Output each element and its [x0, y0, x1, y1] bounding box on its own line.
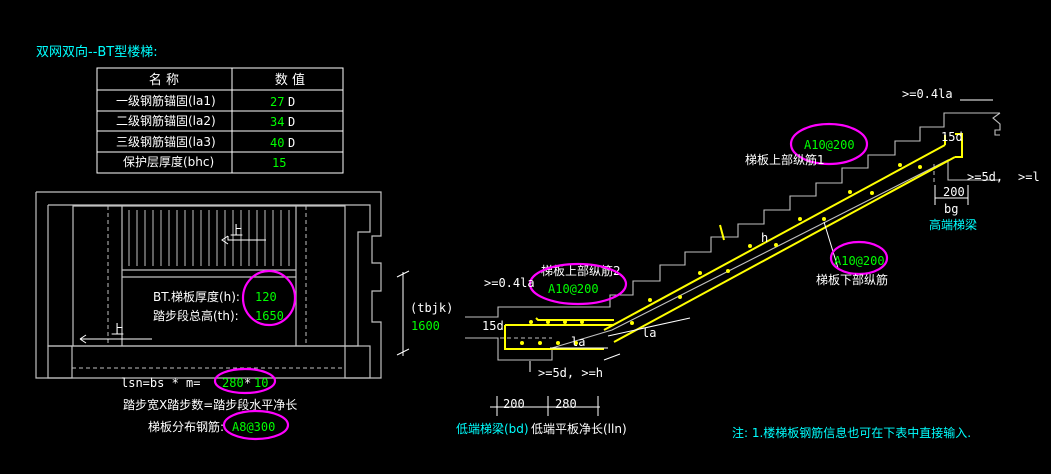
table-row-value[interactable]: 15: [272, 156, 286, 170]
top-anchor-label: >=0.4la: [902, 87, 953, 101]
up-arrow-top: [221, 235, 266, 245]
upper-bar1-label: 梯板上部纵筋1: [745, 152, 825, 167]
note-text: 注: 1.楼梯板钢筋信息也可在下表中直接输入.: [732, 425, 971, 440]
la-label-2: la: [642, 326, 656, 340]
table-row-name: 三级钢筋锚固(la3): [116, 134, 216, 149]
bottom-5d-label: >=5d, >=h: [538, 366, 603, 380]
bottom-anchor-label: >=0.4la: [484, 276, 535, 290]
span-note: 踏步宽X踏步数=踏步段水平净长: [123, 397, 297, 412]
top-ge-label: >=l: [1018, 170, 1040, 184]
table-row-name: 一级钢筋锚固(la1): [116, 93, 216, 108]
table-row-unit: D: [288, 95, 295, 109]
stair-section-outline: [465, 112, 1001, 361]
high-beam-width[interactable]: 200: [943, 185, 965, 199]
top-5d-label: >=5d,: [967, 170, 1003, 184]
table-row[interactable]: 一级钢筋锚固(la1) 27 D: [116, 93, 295, 109]
low-flat-width[interactable]: 280: [555, 397, 577, 411]
upper-bar2-value[interactable]: A10@200: [548, 282, 599, 296]
height-label: 踏步段总高(th):: [153, 308, 239, 323]
height-value[interactable]: 1650: [255, 309, 284, 323]
thickness-value[interactable]: 120: [255, 290, 277, 304]
highlight-ellipse: [241, 269, 297, 327]
tbjk-label: (tbjk): [410, 301, 453, 315]
low-beam-label: 低端梯梁(bd): [456, 421, 529, 436]
plan-dashed-lines: [72, 206, 345, 369]
highlight-ellipse: [829, 240, 889, 276]
low-beam-width[interactable]: 200: [503, 397, 525, 411]
lsn-m[interactable]: 10: [254, 376, 268, 390]
section-dimensions: [490, 99, 993, 416]
table-row-value[interactable]: 27: [270, 95, 284, 109]
distribution-label: 梯板分布钢筋:: [148, 419, 224, 434]
table-row-unit: D: [288, 115, 295, 129]
table-header-name: 名 称: [149, 72, 179, 88]
table-row-value[interactable]: 34: [270, 115, 284, 129]
highlight-ellipse: [789, 122, 869, 166]
low-flat-label: 低端平板净长(lln): [531, 422, 627, 436]
up-label-top: 上: [230, 224, 243, 239]
highlight-ellipse: [213, 367, 277, 395]
lower-bar-value[interactable]: A10@200: [834, 254, 885, 268]
bottom-15d-label: 15d: [482, 319, 504, 333]
top-15d-label: 15d: [941, 130, 963, 144]
table-header-value: 数 值: [275, 72, 305, 88]
la-label-1: la: [571, 335, 585, 349]
high-beam-label: 高端梯梁: [929, 217, 977, 232]
stair-plan: [35, 191, 382, 379]
anchor-table: [96, 67, 344, 174]
table-row-value[interactable]: 40: [270, 136, 284, 150]
rebar-lines: [504, 133, 963, 350]
plan-steps: [128, 210, 290, 266]
highlight-ellipse: [528, 262, 628, 306]
lsn-times: *: [244, 376, 251, 390]
upper-bar1-value[interactable]: A10@200: [804, 138, 855, 152]
h-label: h: [761, 231, 768, 245]
up-arrow-bottom: [79, 334, 152, 344]
section-dashed-lines: [500, 164, 935, 339]
table-row[interactable]: 二级钢筋锚固(la2) 34 D: [116, 113, 295, 129]
table-row[interactable]: 保护层厚度(bhc) 15: [123, 154, 286, 170]
bg-label: bg: [944, 202, 958, 216]
thickness-label: BT.梯板厚度(h):: [153, 289, 240, 304]
drawing-title: 双网双向--BT型楼梯:: [36, 44, 158, 60]
table-row-name: 保护层厚度(bhc): [123, 154, 214, 169]
distribution-value[interactable]: A8@300: [232, 420, 275, 434]
up-label-bottom: 上: [111, 323, 124, 338]
lsn-bs[interactable]: 280: [222, 376, 244, 390]
lsn-label: lsn=bs * m=: [121, 376, 200, 390]
upper-bar2-label: 梯板上部纵筋2: [541, 263, 621, 278]
lower-bar-label: 梯板下部纵筋: [816, 272, 888, 287]
rebar-dots: [520, 163, 922, 345]
table-row-name: 二级钢筋锚固(la2): [116, 113, 216, 128]
highlight-ellipse: [222, 409, 290, 441]
table-row-unit: D: [288, 136, 295, 150]
table-row[interactable]: 三级钢筋锚固(la3) 40 D: [116, 134, 295, 150]
tbjk-dimension: [396, 270, 410, 356]
tbjk-value[interactable]: 1600: [411, 319, 440, 333]
